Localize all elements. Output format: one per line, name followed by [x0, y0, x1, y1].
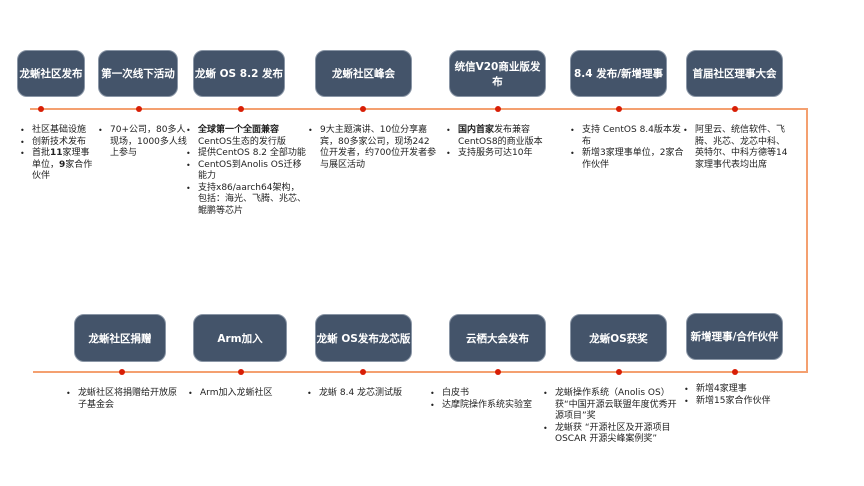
- milestone-details: 社区基础设施创新技术发布首批11家理事单位，9家合作伙伴: [20, 125, 98, 183]
- detail-item: 龙蜥获 “开源社区及开源项目OSCAR 开源尖峰案例奖”: [543, 423, 678, 446]
- detail-item: 国内首家发布兼容CentOS8的商业版本: [446, 125, 566, 148]
- milestone-title: 统信V20商业版发布: [449, 50, 546, 97]
- milestone-title: 首届社区理事大会: [686, 50, 783, 97]
- milestone-dot: [616, 106, 622, 112]
- detail-item: Arm加入龙蜥社区: [188, 388, 298, 400]
- milestone-title: 龙蜥 OS发布龙芯版: [315, 314, 412, 362]
- detail-text: 龙蜥社区将捐赠给开放原子基金会: [78, 388, 178, 410]
- detail-item: 新增4家理事: [684, 384, 804, 396]
- detail-item: 社区基础设施: [20, 125, 98, 137]
- detail-text: 龙蜥获 “开源社区及开源项目OSCAR 开源尖峰案例奖”: [555, 422, 671, 445]
- highlight-text: 全球第一个全面兼容: [198, 125, 280, 135]
- detail-item: 龙蜥操作系统（Anolis OS）获“中国开源云联盟年度优秀开源项目”奖: [543, 388, 678, 423]
- highlight-text: 国内首家: [458, 125, 495, 135]
- milestone-dot: [495, 106, 501, 112]
- detail-text: 支持 CentOS 8.4版本发布: [582, 125, 681, 147]
- highlight-text: 11: [50, 148, 63, 158]
- milestone-details: 国内首家发布兼容CentOS8的商业版本支持服务可达10年: [446, 125, 566, 160]
- detail-item: 支持 CentOS 8.4版本发布: [570, 125, 685, 148]
- detail-item: CentOS到Anolis OS迁移能力: [186, 160, 306, 183]
- detail-text: 首批: [32, 148, 51, 158]
- milestone-dot: [136, 106, 142, 112]
- detail-item: 支持服务可达10年: [446, 148, 566, 160]
- detail-item: 白皮书: [430, 388, 550, 400]
- detail-text: 发布兼容CentOS8的商业版本: [458, 125, 543, 147]
- milestone-details: 龙蜥 8.4 龙芯测试版: [307, 388, 427, 400]
- detail-text: 创新技术发布: [32, 136, 87, 147]
- milestone-title: 龙蜥OS获奖: [570, 314, 667, 362]
- milestone-title: 龙蜥社区发布: [17, 50, 85, 97]
- milestone-title: 新增理事/合作伙伴: [686, 313, 783, 360]
- milestone-title: 龙蜥 OS 8.2 发布: [193, 50, 285, 97]
- detail-text: 家理事单位，: [32, 148, 90, 170]
- detail-item: 创新技术发布: [20, 137, 98, 149]
- milestone-details: 全球第一个全面兼容CentOS生态的发行版提供CentOS 8.2 全部功能Ce…: [186, 125, 306, 217]
- milestone-details: 70+公司，80多人现场，1000多人线上参与: [98, 125, 193, 160]
- milestone-dot: [38, 106, 44, 112]
- detail-text: 提供CentOS 8.2 全部功能: [198, 148, 306, 158]
- milestone-details: 龙蜥操作系统（Anolis OS）获“中国开源云联盟年度优秀开源项目”奖龙蜥获 …: [543, 388, 678, 446]
- milestone-details: 龙蜥社区将捐赠给开放原子基金会: [66, 388, 181, 411]
- detail-text: 家合作伙伴: [32, 159, 93, 182]
- milestone-dot: [119, 369, 125, 375]
- milestone-dot: [238, 106, 244, 112]
- detail-text: 9大主题演讲、10位分享嘉宾，80多家公司，现场242位开发者，约700位开发者…: [320, 125, 437, 170]
- detail-item: 70+公司，80多人现场，1000多人线上参与: [98, 125, 193, 160]
- detail-text: 新增4家理事: [696, 384, 747, 394]
- detail-text: 阿里云、统信软件、飞腾、兆芯、龙芯中科、英特尔、中科方德等14家理事代表均出席: [695, 125, 788, 170]
- detail-text: 龙蜥 8.4 龙芯测试版: [319, 388, 403, 398]
- milestone-details: Arm加入龙蜥社区: [188, 388, 298, 400]
- detail-text: 新增15家合作伙伴: [696, 395, 771, 406]
- detail-text: CentOS生态的发行版: [198, 136, 286, 147]
- milestone-title: 第一次线下活动: [98, 50, 178, 97]
- detail-item: 新增15家合作伙伴: [684, 396, 804, 408]
- milestone-details: 新增4家理事新增15家合作伙伴: [684, 384, 804, 407]
- milestone-dot: [616, 369, 622, 375]
- detail-text: 新增3家理事单位，2家合作伙伴: [582, 148, 684, 170]
- detail-item: 龙蜥社区将捐赠给开放原子基金会: [66, 388, 181, 411]
- detail-item: 达摩院操作系统实验室: [430, 400, 550, 412]
- detail-text: 支持服务可达10年: [458, 148, 533, 158]
- milestone-dot: [360, 369, 366, 375]
- milestone-title: 龙蜥社区峰会: [315, 50, 412, 97]
- detail-text: 70+公司，80多人现场，1000多人线上参与: [110, 125, 187, 158]
- milestone-dot: [238, 369, 244, 375]
- milestone-details: 支持 CentOS 8.4版本发布新增3家理事单位，2家合作伙伴: [570, 125, 685, 171]
- detail-item: 首批11家理事单位，9家合作伙伴: [20, 148, 98, 183]
- highlight-text: 9: [59, 159, 66, 170]
- detail-item: 提供CentOS 8.2 全部功能: [186, 148, 306, 160]
- timeline-line-right: [806, 108, 808, 372]
- milestone-title: 8.4 发布/新增理事: [570, 50, 667, 97]
- detail-item: 全球第一个全面兼容CentOS生态的发行版: [186, 125, 306, 148]
- detail-item: 9大主题演讲、10位分享嘉宾，80多家公司，现场242位开发者，约700位开发者…: [308, 125, 438, 171]
- timeline-line-bottom: [33, 371, 808, 373]
- milestone-title: Arm加入: [193, 314, 287, 362]
- milestone-title: 龙蜥社区捐赠: [74, 314, 166, 362]
- detail-item: 支持x86/aarch64架构，包括：海光、飞腾、兆芯、鲲鹏等芯片: [186, 183, 306, 218]
- milestone-details: 白皮书达摩院操作系统实验室: [430, 388, 550, 411]
- detail-text: 社区基础设施: [32, 125, 87, 135]
- milestone-dot: [732, 106, 738, 112]
- milestone-dot: [732, 369, 738, 375]
- detail-item: 新增3家理事单位，2家合作伙伴: [570, 148, 685, 171]
- detail-text: 白皮书: [442, 388, 470, 398]
- timeline-line-top: [30, 108, 807, 110]
- milestone-details: 9大主题演讲、10位分享嘉宾，80多家公司，现场242位开发者，约700位开发者…: [308, 125, 438, 171]
- milestone-dot: [360, 106, 366, 112]
- detail-text: 支持x86/aarch64架构，包括：海光、飞腾、兆芯、鲲鹏等芯片: [198, 182, 307, 216]
- detail-text: Arm加入龙蜥社区: [200, 388, 273, 398]
- detail-text: 达摩院操作系统实验室: [442, 399, 533, 410]
- detail-item: 阿里云、统信软件、飞腾、兆芯、龙芯中科、英特尔、中科方德等14家理事代表均出席: [683, 125, 793, 171]
- milestone-dot: [495, 369, 501, 375]
- milestone-details: 阿里云、统信软件、飞腾、兆芯、龙芯中科、英特尔、中科方德等14家理事代表均出席: [683, 125, 793, 171]
- detail-text: CentOS到Anolis OS迁移能力: [198, 159, 302, 182]
- detail-text: 龙蜥操作系统（Anolis OS）获“中国开源云联盟年度优秀开源项目”奖: [555, 388, 677, 421]
- detail-item: 龙蜥 8.4 龙芯测试版: [307, 388, 427, 400]
- milestone-title: 云栖大会发布: [449, 314, 546, 362]
